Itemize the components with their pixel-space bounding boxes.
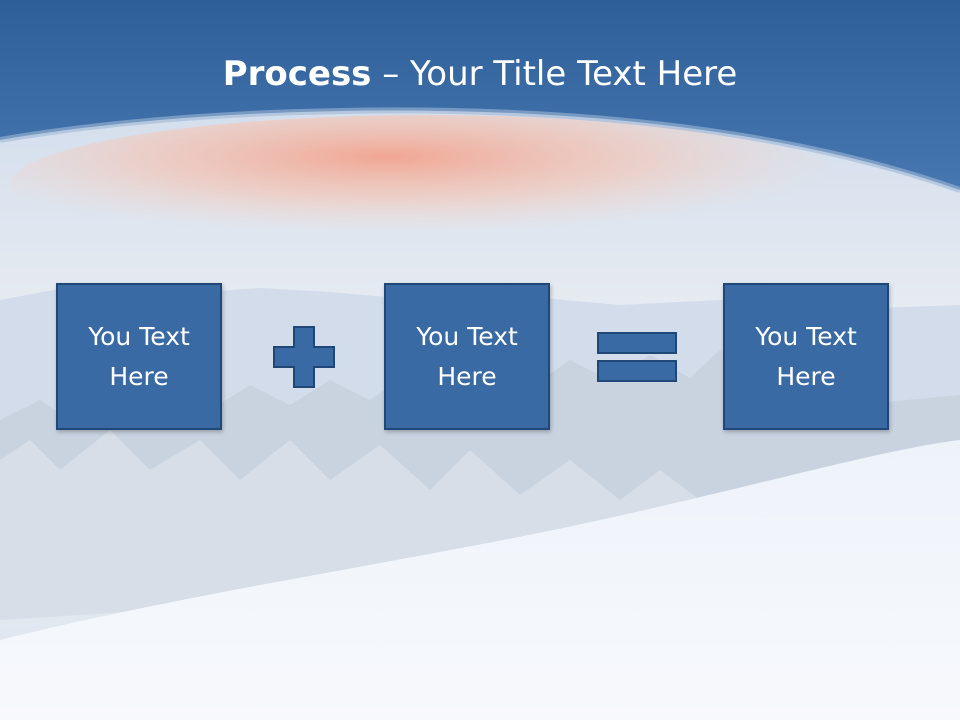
process-box-1[interactable]: You Text Here	[56, 283, 222, 430]
process-box-1-label: You Text Here	[88, 321, 190, 391]
slide-title: Process – Your Title Text Here	[0, 52, 960, 96]
process-box-2[interactable]: You Text Here	[384, 283, 550, 430]
plus-icon	[273, 326, 335, 388]
title-bold: Process	[222, 54, 372, 94]
title-rest: – Your Title Text Here	[371, 54, 738, 94]
process-box-3-label: You Text Here	[755, 321, 857, 391]
process-box-2-label: You Text Here	[416, 321, 518, 391]
process-box-3[interactable]: You Text Here	[723, 283, 889, 430]
equals-icon	[597, 332, 677, 382]
